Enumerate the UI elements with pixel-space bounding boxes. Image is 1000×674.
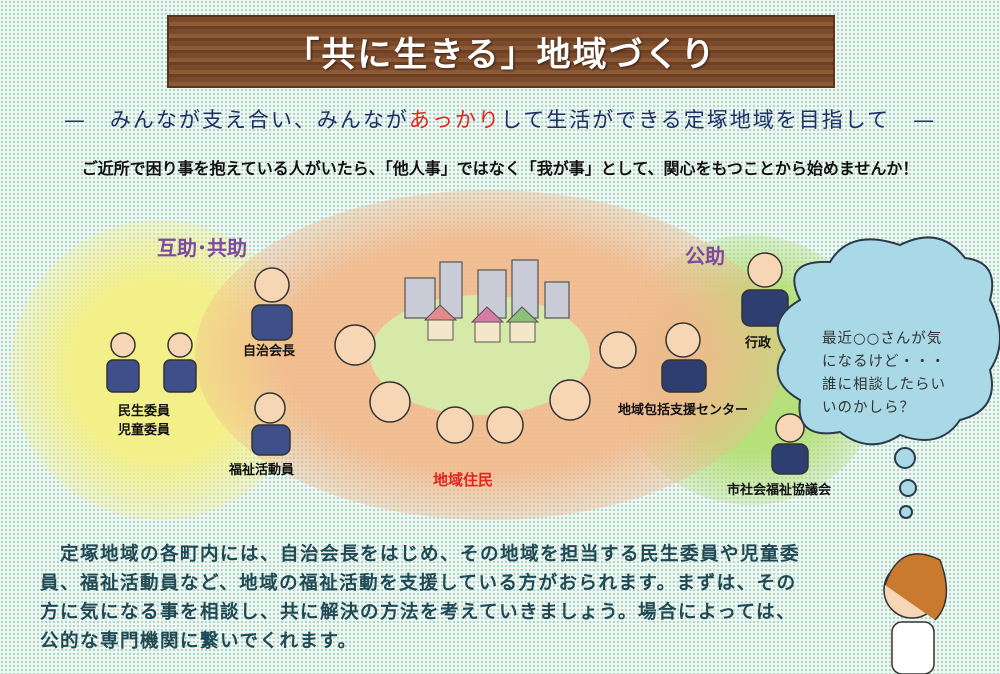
label-jichi: 自治会長 [243,344,296,359]
label-center: 地域包括支援センター [618,403,749,418]
subtitle-text: みんなが支え合い、みんなが [109,108,409,132]
label-gyosei: 行政 [745,336,772,351]
label-minsei: 民生委員児童委員 [118,404,171,438]
dash: — [63,108,87,132]
houses-icon [423,304,540,343]
page-title: 「共に生きる」地域づくり [285,35,717,75]
subtitle-highlight: あっかり [408,108,501,132]
label-shakyo: 市社会福祉協議会 [727,483,832,498]
title-banner: 「共に生きる」地域づくり [167,15,835,88]
thought-bubble [776,236,1000,519]
body-text: 定塚地域の各町内には、自治会長をはじめ、その地域を担当する民生委員や児童委員、福… [40,544,801,652]
lead-text: ご近所で困り事を抱えている人がいたら、「他人事」ではなく「我が事」として、関心を… [81,159,919,178]
buildings-icon [404,259,570,319]
public-aid-heading: 公助 [685,244,725,268]
label-jumin: 地域住民 [433,471,494,489]
subtitle-text: して生活ができる定塚地域を目指して [500,108,891,132]
subtitle: — みんなが支え合い、みんながあっかりして生活ができる定塚地域を目指して — [0,104,1000,134]
dash: — [913,108,937,132]
label-fukushi: 福祉活動員 [229,463,295,478]
bubble-text: 最近○○さんが気になるけど・・・誰に相談したらいいのかしら？ [822,331,946,416]
people-icons [106,252,948,674]
mutual-aid-heading: 互助･共助 [157,236,247,260]
